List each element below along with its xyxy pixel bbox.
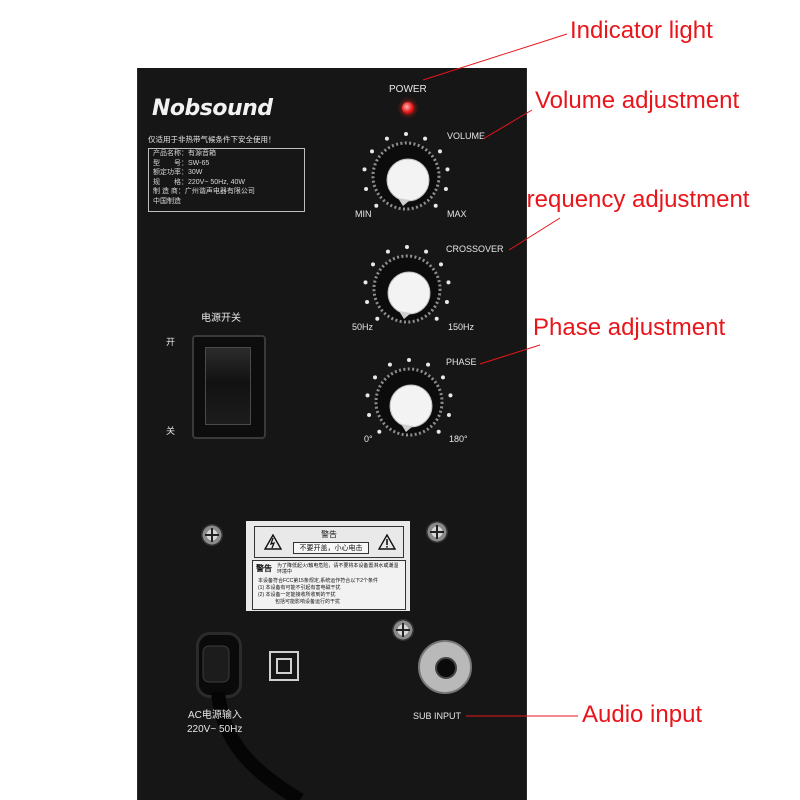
knob-tick-dot	[445, 167, 450, 172]
rocker-paddle[interactable]	[205, 347, 251, 425]
warning-label: 警告 不要开盖，小心电击 警告 为了降低起火/触电危险，请不要将本设备置淋水或潮…	[246, 521, 410, 611]
callout-volume-adjustment: Volume adjustment	[535, 87, 740, 114]
knob-tick-dot	[443, 186, 448, 191]
power-label: POWER	[389, 84, 427, 95]
warning-top-box: 警告 不要开盖，小心电击	[254, 526, 404, 558]
knob-tick-dot	[448, 393, 453, 398]
knob-tick-dot	[367, 412, 372, 417]
phase-knob[interactable]	[365, 358, 453, 437]
power-indicator-led	[402, 102, 414, 114]
warning-title2: 警告	[256, 564, 272, 573]
knob-tick-dot	[384, 136, 389, 141]
warning-row: (2) 本设备一定能接收所收到的干扰	[258, 592, 336, 598]
knob-tick-dot	[375, 316, 380, 321]
phase-label: PHASE	[446, 357, 477, 367]
callout-phase-adjustment: Phase adjustment	[533, 314, 726, 341]
volume-max-label: MAX	[447, 209, 467, 219]
switch-off-label: 关	[166, 426, 176, 436]
warning-sub: 为了降低起火/触电危险，请不要将本设备置淋水或潮湿环境中	[277, 563, 399, 575]
callout-frequency-adjustment: Frequency adjustment	[512, 186, 750, 213]
volume-knob[interactable]	[362, 132, 450, 211]
crossover-label: CROSSOVER	[446, 244, 504, 254]
knob-tick-dot	[426, 362, 431, 367]
knob-tick-dot	[363, 280, 368, 285]
knob-tick-dot	[433, 203, 438, 208]
warning-row: 本设备符合FCC第15条规定,系统运作符合以下2个条件	[258, 578, 379, 584]
knob-tick-dot	[371, 262, 376, 267]
knob-tick-dot	[446, 412, 451, 417]
knob-tick-dot	[405, 245, 409, 249]
knob-tick-dot	[370, 149, 375, 154]
crossover-min-label: 50Hz	[352, 322, 374, 332]
screw-icon	[201, 524, 223, 546]
knob-tick-dot	[374, 203, 379, 208]
sub-input-label: SUB INPUT	[413, 711, 462, 721]
warning-title: 警告	[321, 530, 337, 539]
power-switch-title: 电源开关	[201, 313, 241, 324]
knob-tick-dot	[437, 149, 442, 154]
spec-row: 型 号：SW-65	[153, 159, 210, 167]
callout-indicator-light: Indicator light	[570, 17, 713, 44]
warning-row: (1) 本设备有可能不引起有害电磁干扰	[258, 585, 341, 591]
spec-row: 产品名称：有源音箱	[153, 150, 216, 157]
knob-cap	[386, 158, 430, 202]
knob-tick-dot	[362, 167, 367, 172]
crossover-max-label: 150Hz	[448, 322, 475, 332]
phase-min-label: 0°	[364, 434, 373, 444]
knob-tick-dot	[423, 136, 428, 141]
knob-tick-dot	[373, 375, 378, 380]
knob-tick-dot	[407, 358, 411, 362]
knob-tick-dot	[404, 132, 408, 136]
knob-tick-dot	[438, 262, 443, 267]
crossover-knob[interactable]	[363, 245, 451, 324]
knob-pointer	[398, 198, 410, 206]
knob-pointer	[401, 424, 413, 432]
exclamation-warning-icon	[378, 534, 396, 550]
switch-on-label: 开	[166, 337, 176, 347]
knob-tick-dot	[387, 362, 392, 367]
spec-row: 规 格：220V~ 50Hz, 40W	[153, 178, 246, 186]
knob-tick-dot	[365, 299, 370, 304]
screw-icon	[392, 619, 414, 641]
screw-icon	[426, 521, 448, 543]
spec-row: 中国制造	[153, 197, 181, 205]
double-insulation-icon	[269, 651, 299, 681]
spec-row: 制 造 商：广州谐声电器有限公司	[153, 188, 255, 195]
lightning-warning-icon	[264, 534, 282, 550]
safety-note: 仅适用于非热带气候条件下安全使用！	[148, 135, 276, 144]
knob-cap	[387, 271, 431, 315]
ac-input-label-1: AC电源输入	[188, 710, 242, 721]
knob-pointer	[399, 311, 411, 319]
knob-tick-dot	[424, 249, 429, 254]
warning-line1: 不要开盖，小心电击	[293, 542, 369, 554]
volume-min-label: MIN	[355, 209, 372, 219]
knob-tick-dot	[440, 375, 445, 380]
knob-tick-dot	[365, 393, 370, 398]
warning-row: 包括可能影响设备运行的干扰	[275, 599, 341, 605]
callout-audio-input: Audio input	[582, 701, 703, 728]
ac-input-label-2: 220V~ 50Hz	[187, 724, 243, 735]
spec-row: 额定功率：30W	[153, 169, 203, 176]
knob-tick-dot	[434, 316, 439, 321]
knob-tick-dot	[446, 280, 451, 285]
volume-label: VOLUME	[447, 131, 486, 141]
knob-tick-dot	[364, 186, 369, 191]
spec-label: 产品名称：有源音箱 型 号：SW-65 额定功率：30W 规 格：220V~ 5…	[148, 148, 305, 212]
power-rocker-switch[interactable]	[192, 335, 266, 439]
knob-tick-dot	[385, 249, 390, 254]
knob-cap	[389, 384, 433, 428]
knob-tick-dot	[377, 429, 382, 434]
phase-max-label: 180°	[449, 434, 468, 444]
warning-bottom-box: 警告 为了降低起火/触电危险，请不要将本设备置淋水或潮湿环境中 本设备符合FCC…	[252, 560, 406, 610]
knob-tick-dot	[444, 299, 449, 304]
brand-logo: Nobsound	[152, 96, 273, 121]
sub-input-jack[interactable]	[418, 640, 472, 694]
knob-tick-dot	[436, 429, 441, 434]
